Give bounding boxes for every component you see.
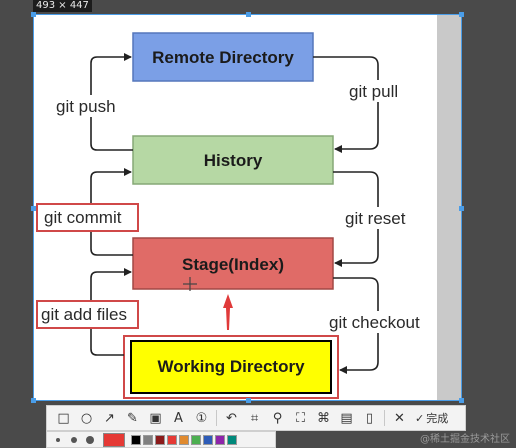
node-history: History [132,135,334,185]
color-palette [46,431,276,448]
label-git-push: git push [56,97,116,116]
node-remote-label: Remote Directory [152,48,294,67]
node-stage: Stage(Index) [132,237,334,290]
number-marker-tool-icon[interactable]: ① [195,410,208,426]
done-label: 完成 [426,412,449,425]
pin-tool-icon[interactable]: ⚲ [272,410,283,426]
mosaic-tool-icon[interactable]: ▣ [149,410,162,426]
color-swatch[interactable] [167,434,177,445]
label-git-pull: git pull [349,82,398,101]
done-button[interactable]: ✓完成 [412,408,451,428]
gray-margin [437,14,462,401]
undo-icon[interactable]: ↶ [226,410,237,426]
color-swatch[interactable] [131,434,141,445]
node-history-label: History [204,151,263,170]
label-git-commit: git commit [44,208,122,227]
arrow-git-pull [313,56,379,153]
watermark: @稀土掘金技术社区 [420,434,510,445]
close-icon[interactable]: ✕ [394,410,405,426]
label-git-reset: git reset [345,209,406,228]
color-swatch[interactable] [191,434,201,445]
annotation-arrow-up[interactable] [223,294,233,330]
scan-tool-icon[interactable]: ⛶ [295,410,306,426]
brush-size-small[interactable] [51,433,65,447]
color-swatch[interactable] [179,434,189,445]
node-working-directory: Working Directory [123,335,339,399]
ellipse-tool-icon[interactable]: ○ [80,410,93,426]
toolbar-separator [384,410,385,426]
node-stage-label: Stage(Index) [182,255,284,274]
arrow-tool-icon[interactable]: ↗ [104,410,115,426]
save-icon[interactable]: ▤ [340,410,353,426]
move-cursor-icon [183,277,197,291]
text-tool-icon[interactable]: A [174,410,183,426]
check-icon: ✓ [415,411,425,425]
color-swatch[interactable] [155,434,165,445]
color-swatch[interactable] [227,434,237,445]
ocr-tool-icon[interactable]: ⌘ [317,410,330,426]
current-color-swatch[interactable] [103,432,125,447]
crop-tool-icon[interactable]: ⌗ [250,410,259,426]
label-git-checkout: git checkout [329,313,420,332]
brush-size-medium[interactable] [67,433,81,447]
selection-size-badge: 493 × 447 [33,0,92,12]
toolbar-separator [216,410,217,426]
node-working-label: Working Directory [157,357,305,376]
color-swatch[interactable] [143,434,153,445]
brush-size-large[interactable] [83,433,97,447]
color-swatch[interactable] [203,434,213,445]
rectangle-tool-icon[interactable]: □ [57,410,70,426]
color-swatch[interactable] [215,434,225,445]
node-remote-directory: Remote Directory [132,32,314,82]
pen-tool-icon[interactable]: ✎ [127,410,138,426]
label-git-add-files: git add files [41,305,127,324]
bookmark-icon[interactable]: ▯ [365,410,374,426]
